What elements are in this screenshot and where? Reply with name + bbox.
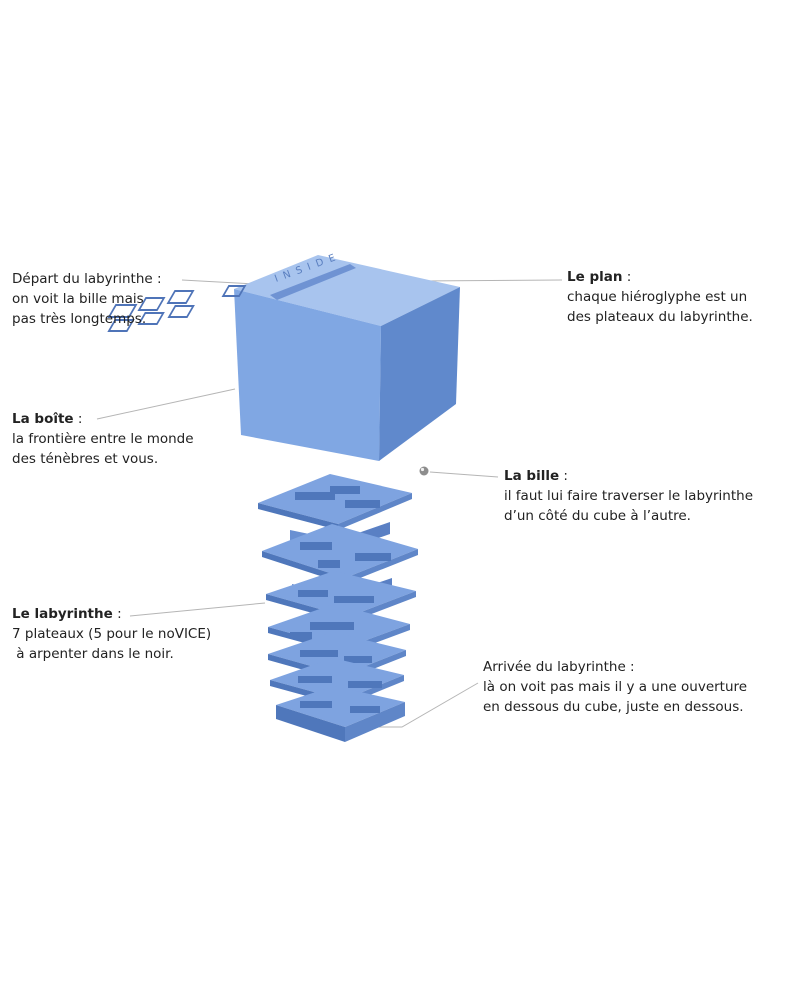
label-depart: Départ du labyrinthe : on voit la bille … [12,269,162,329]
plate-2-walls [300,542,391,568]
maze-map-glyphs [107,285,247,332]
plate-2-wall [355,553,391,561]
label-boite: La boîte : la frontière entre le monde d… [12,409,194,469]
leader-line-plan [417,279,563,282]
cube-front-face [234,289,381,461]
plate-2-top [262,524,418,578]
plate-7-walls [300,701,380,713]
plate-2-wall [318,560,340,568]
label-arrivee-line3: en dessous du cube, juste en dessous. [483,699,744,715]
glyph-2 [137,297,166,311]
plate-7-top [276,686,405,727]
label-plan-suffix: : [622,269,632,285]
plate-4-wall [310,622,354,630]
label-labyrinthe-heading: Le labyrinthe : [12,604,211,624]
plate-1-wall [345,500,380,508]
plate-4-walls [290,622,354,639]
label-bille-line2: d’un côté du cube à l’autre. [504,508,691,524]
maze-plates [258,474,418,742]
glyph-3 [166,290,195,304]
label-arrivee-line2: là on voit pas mais il y a une ouverture [483,679,748,695]
glyph-1 [107,304,138,318]
plate-2-wall [300,542,332,550]
ball [419,466,429,476]
cube-side-face [379,287,460,461]
plate-3-wall [298,590,328,597]
label-labyrinthe: Le labyrinthe : 7 plateaux (5 pour le no… [12,604,211,664]
label-labyrinthe-line2: à arpenter dans le noir. [12,646,174,662]
plate-3-wall [334,596,374,603]
label-plan-heading: Le plan : [567,267,753,287]
plate-3-top [266,571,416,617]
label-depart-line1: Départ du labyrinthe : [12,271,162,287]
plate-6-wall [298,676,332,683]
leader-line-boite [96,388,236,420]
plate-1-wall [330,486,360,494]
plate-5-walls [300,650,372,663]
plate-2-side [345,549,418,584]
glyph-4 [107,319,135,332]
leader-line-labyrinthe [129,602,266,617]
plate-1-edge [258,503,338,530]
glyph-7 [221,285,247,297]
glyph-6 [167,305,195,318]
plate-4-wall [290,632,312,639]
plate-1-side [338,493,412,530]
plate-6-walls [298,676,382,688]
plate-5-wall [344,656,372,663]
label-bille: La bille : il faut lui faire traverser l… [504,466,753,526]
label-bille-suffix: : [559,468,568,484]
plate-7-wall [350,706,380,713]
ball-highlight [420,467,425,472]
plate-6-wall [348,681,382,688]
leader-line-bille [429,471,499,478]
plate-6-top [270,658,404,700]
label-boite-heading: La boîte : [12,409,194,429]
label-boite-line2: des ténèbres et vous. [12,451,159,467]
plate-7-wall [300,701,332,708]
label-plan: Le plan : chaque hiéroglyphe est un des … [567,267,753,327]
label-plan-title: Le plan [567,269,623,285]
leader-line-arrivee [377,682,479,728]
plate-7-edge [276,705,345,742]
label-labyrinthe-suffix: : [112,606,122,622]
label-labyrinthe-line1: 7 plateaux (5 pour le noVICE) [12,626,212,642]
label-plan-line1: chaque hiéroglyphe est un [567,289,748,305]
label-boite-line1: la frontière entre le monde [12,431,194,447]
label-depart-line2: on voit la bille mais [12,291,144,307]
plate-7-side [345,702,405,742]
plate-1-walls [295,486,380,508]
label-arrivee: Arrivée du labyrinthe : là on voit pas m… [483,657,747,717]
plate-1-wall [295,492,335,500]
label-labyrinthe-title: Le labyrinthe [12,606,113,622]
ball-shape [419,466,429,476]
label-bille-title: La bille [504,468,560,484]
cube-slot [270,264,356,300]
label-depart-line3: pas très longtemps. [12,311,147,327]
label-boite-suffix: : [73,411,83,427]
label-arrivee-line1: Arrivée du labyrinthe : [483,659,635,675]
plate-3-walls [298,590,374,603]
glyph-5 [137,312,165,325]
cube-top-face [234,255,460,326]
label-bille-line1: il faut lui faire traverser le labyrinth… [504,488,754,504]
plate-5-wall [300,650,338,657]
label-boite-title: La boîte [12,411,74,427]
label-plan-line2: des plateaux du labyrinthe. [567,309,753,325]
label-bille-heading: La bille : [504,466,753,486]
